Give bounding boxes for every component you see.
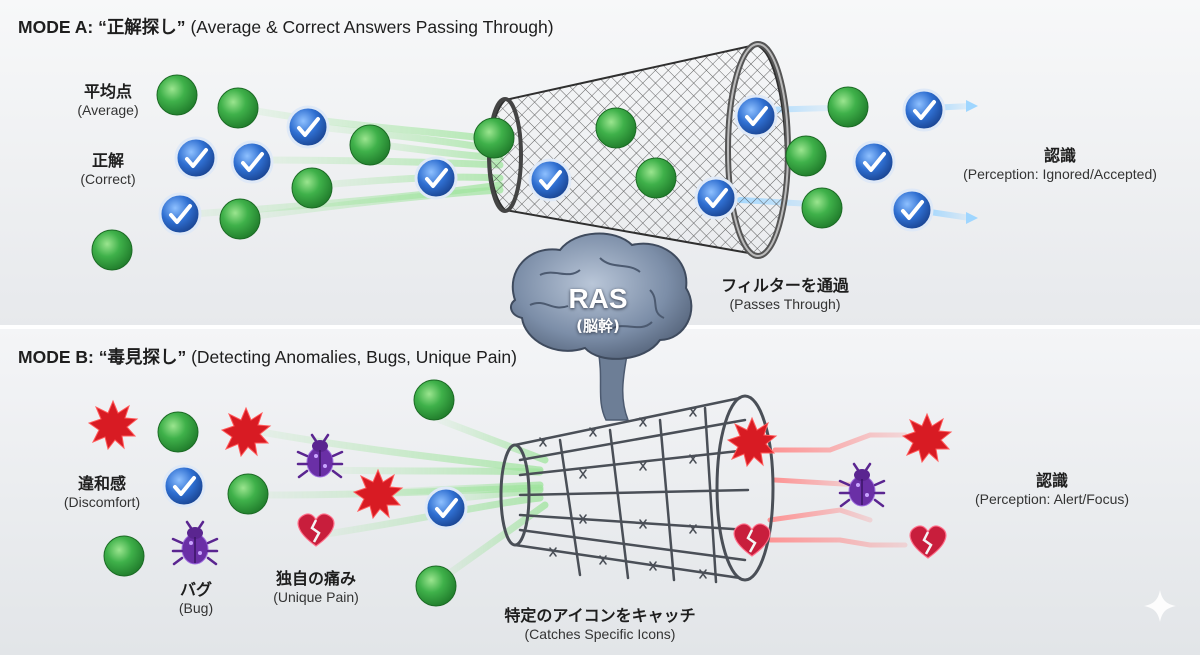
label-average: 平均点 (Average) [77,78,138,118]
green-ball-icon [91,229,133,271]
blue-check-icon [158,192,202,236]
green-ball-icon [801,187,843,229]
mode-b-result-label: 認識 (Perception: Alert/Focus) [975,467,1129,507]
blue-check-icon [230,140,274,184]
blue-check-icon [414,156,458,200]
blue-check-icon [174,136,218,180]
green-ball-icon [595,107,637,149]
sparkle-icon [1144,590,1176,622]
label-bug-en: (Bug) [178,600,214,616]
blue-check-icon [902,88,946,132]
label-discomfort: 違和感 (Discomfort) [64,470,140,510]
blue-check-icon [286,105,330,149]
mode-a-title: MODE A: “正解探し” (Average & Correct Answer… [18,14,554,39]
green-ball-icon [473,117,515,159]
brain-icon [509,232,693,421]
green-ball-icon [219,198,261,240]
green-ball-icon [413,379,455,421]
mode-b-barbed-wire-funnel [499,394,775,584]
blue-check-icon [734,94,778,138]
result-b-jp: 認識 [1035,471,1068,490]
label-unique-pain-jp: 独自の痛み [275,569,357,588]
mode-b-filter-label: 特定のアイコンをキャッチ (Catches Specific Icons) [504,602,695,642]
filter-b-jp: 特定のアイコンをキャッチ [504,606,696,625]
label-unique-pain: 独自の痛み (Unique Pain) [273,565,359,605]
green-ball-icon [227,473,269,515]
green-ball-icon [291,167,333,209]
green-ball-icon [156,74,198,116]
mode-a-filter-label: フィルターを通過 (Passes Through) [721,272,849,312]
label-bug-jp: バグ [179,580,213,599]
label-discomfort-jp: 違和感 [77,474,127,493]
mode-a-result-label: 認識 (Perception: Ignored/Accepted) [963,142,1157,182]
result-a-en: (Perception: Ignored/Accepted) [963,166,1157,182]
label-correct: 正解 (Correct) [80,147,135,187]
label-unique-pain-en: (Unique Pain) [273,589,359,605]
filter-a-jp: フィルターを通過 [721,276,849,295]
green-ball-icon [103,535,145,577]
mode-a-prefix: MODE A: [18,17,94,37]
blue-check-icon [694,176,738,220]
green-ball-icon [415,565,457,607]
blue-check-icon [852,140,896,184]
brain-label: RAS (脳幹) [568,283,627,336]
blue-check-icon [528,158,572,202]
mode-b-title: MODE B: “毒見探し” (Detecting Anomalies, Bug… [18,344,517,369]
filter-a-en: (Passes Through) [729,296,841,312]
green-ball-icon [827,86,869,128]
mode-a-arrowheads [966,100,978,224]
green-ball-icon [217,87,259,129]
label-average-jp: 平均点 [83,82,132,101]
filter-b-en: (Catches Specific Icons) [524,626,676,642]
result-a-jp: 認識 [1043,146,1076,165]
label-bug: バグ (Bug) [179,576,213,616]
blue-check-icon [162,464,206,508]
mode-b-title-jp: “毒見探し” [98,347,187,367]
mode-b-subtitle: (Detecting Anomalies, Bugs, Unique Pain) [191,347,517,367]
mode-a-subtitle: (Average & Correct Answers Passing Throu… [190,17,554,37]
mode-a-title-jp: “正解探し” [98,17,186,37]
label-correct-jp: 正解 [91,151,125,170]
label-average-en: (Average) [77,102,139,118]
green-ball-icon [635,157,677,199]
result-b-en: (Perception: Alert/Focus) [974,491,1130,507]
green-ball-icon [349,124,391,166]
brain-title: RAS [568,283,628,314]
green-ball-icon [157,411,199,453]
brain-subtitle: (脳幹) [576,317,620,335]
label-discomfort-en: (Discomfort) [63,494,141,510]
blue-check-icon [424,486,468,530]
blue-check-icon [890,188,934,232]
green-ball-icon [785,135,827,177]
mode-b-prefix: MODE B: [18,347,94,367]
label-correct-en: (Correct) [80,171,136,187]
